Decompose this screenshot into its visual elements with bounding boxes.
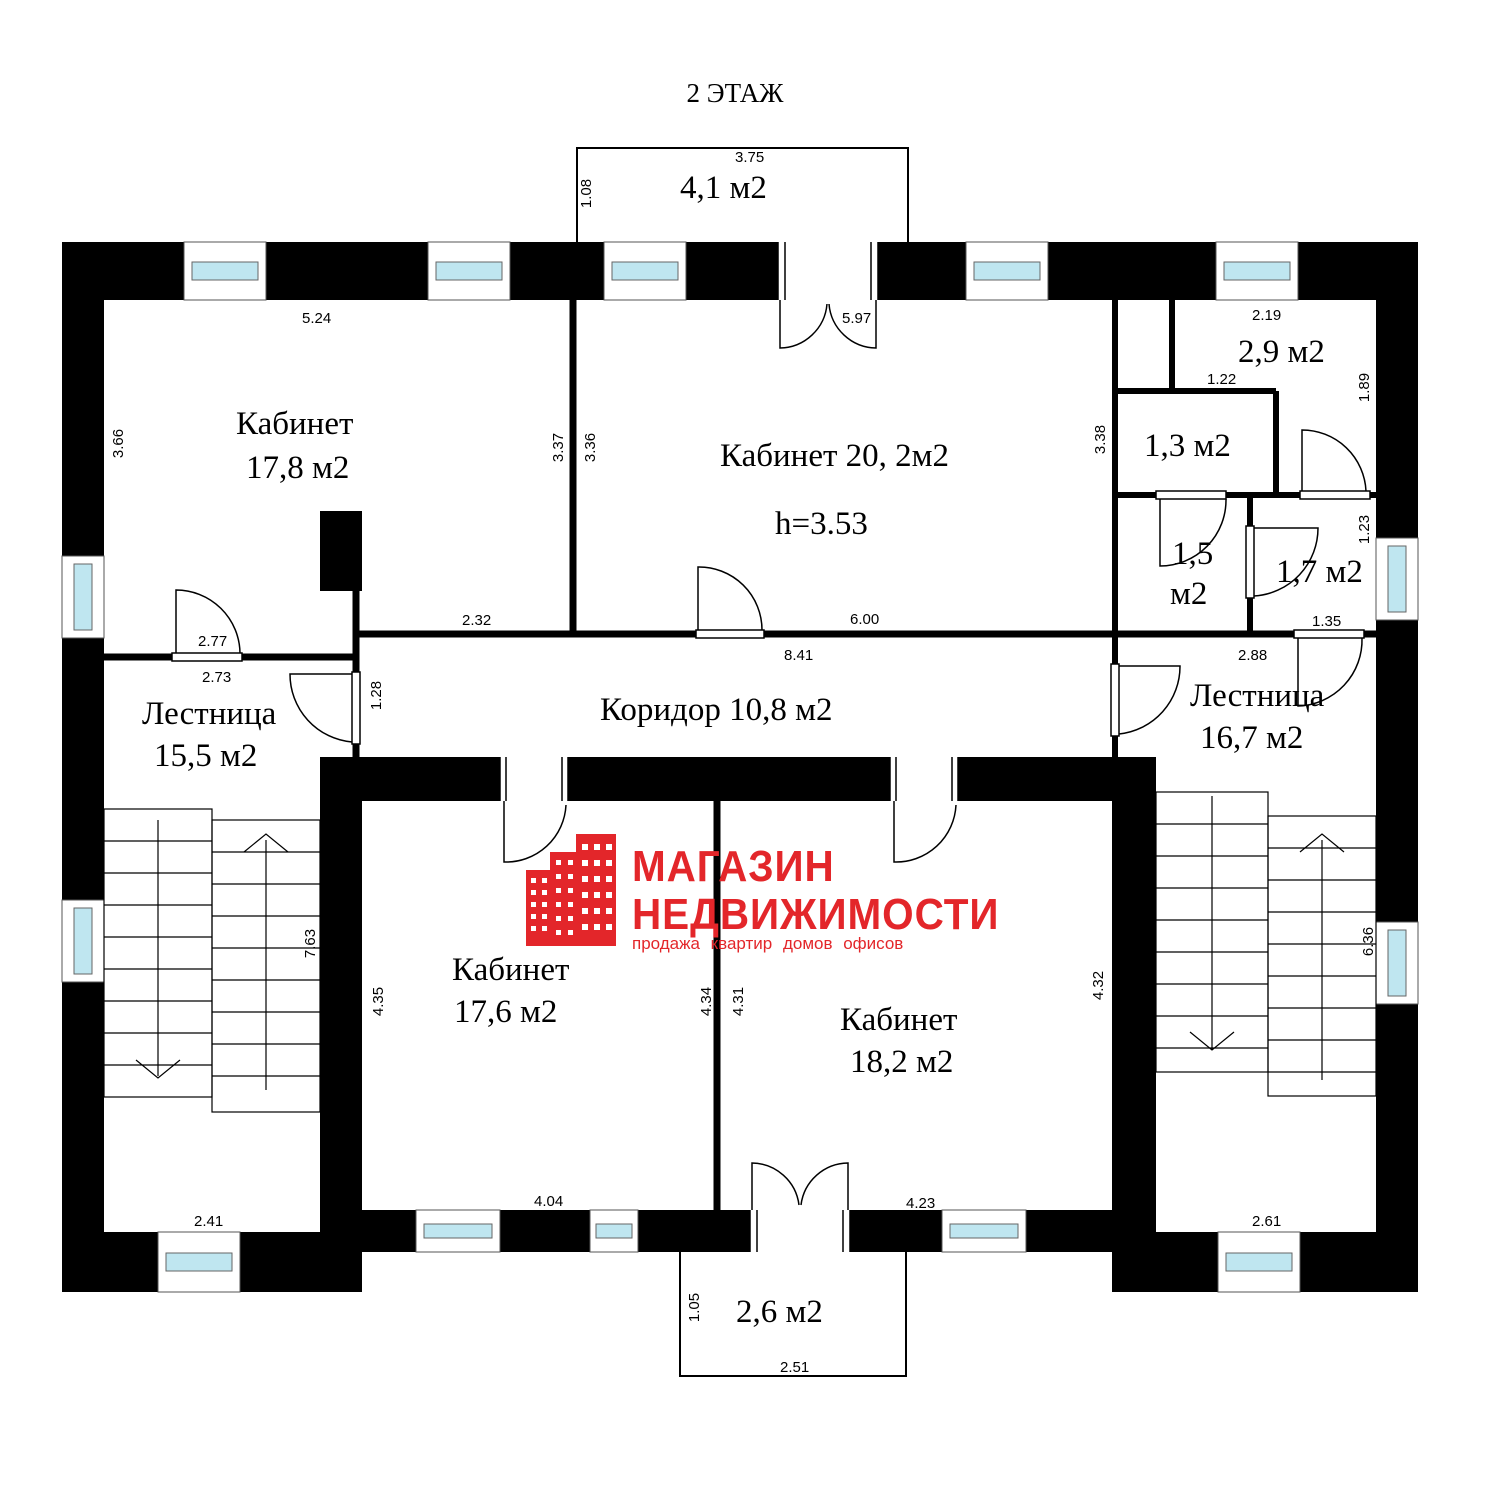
dim-label: 4.32: [1090, 970, 1108, 1001]
stair-left-area: 15,5 м2: [154, 738, 258, 774]
dim-label: 2.32: [462, 612, 492, 629]
dim-label: 2.73: [202, 669, 232, 686]
dim-label: 2.19: [1252, 307, 1282, 324]
room-15-unit: м2: [1170, 576, 1208, 612]
stairs: [103, 791, 1377, 1113]
corridor-label: Коридор 10,8 м2: [600, 692, 833, 728]
dim-label: 3.38: [1092, 424, 1110, 455]
dim-label: 2.41: [194, 1213, 224, 1230]
dim-label: 6.00: [850, 611, 880, 628]
doors: [171, 242, 1371, 1252]
room-17-area: 1,7 м2: [1276, 554, 1363, 590]
walls: [62, 242, 1418, 1292]
dim-label: 2.77: [198, 633, 228, 650]
office-se-area: 18,2 м2: [850, 1044, 954, 1080]
dim-label: 7.63: [302, 928, 320, 959]
room-13-area: 1,3 м2: [1144, 428, 1231, 464]
windows: [61, 241, 1419, 1293]
dim-label: 2.51: [780, 1359, 810, 1376]
dim-label: 3.66: [110, 428, 128, 459]
room-15-area: 1,5: [1172, 536, 1214, 572]
dim-label: 1.89: [1356, 372, 1374, 403]
balcony-bottom-area: 2,6 м2: [736, 1294, 823, 1330]
floor-title: 2 ЭТАЖ: [686, 78, 784, 108]
dim-label: 6.36: [1360, 926, 1378, 957]
dim-label: 1.08: [578, 178, 596, 209]
dim-label: 4.31: [730, 986, 748, 1017]
dim-label: 4.35: [370, 986, 388, 1017]
dim-label: 3.36: [582, 432, 600, 463]
balcony-top-area: 4,1 м2: [680, 170, 767, 206]
ceiling-height: h=3.53: [775, 506, 868, 542]
logo-line-1: МАГАЗИН: [632, 842, 835, 891]
dim-label: 2.88: [1238, 647, 1268, 664]
dim-label: 1.05: [686, 1292, 704, 1323]
stair-left-name: Лестница: [142, 696, 277, 732]
dim-label: 1.28: [368, 680, 386, 711]
office-sw-name: Кабинет: [452, 952, 570, 988]
office-center-label: Кабинет 20, 2м2: [720, 438, 950, 474]
dim-label: 5.24: [302, 310, 332, 327]
dim-label: 1.22: [1207, 371, 1237, 388]
dim-label: 3.37: [550, 432, 568, 463]
office-sw-area: 17,6 м2: [454, 994, 558, 1030]
stair-right-area: 16,7 м2: [1200, 720, 1304, 756]
agency-logo: МАГАЗИН НЕДВИЖИМОСТИ продажа квартир дом…: [522, 830, 998, 960]
office-se-name: Кабинет: [840, 1002, 958, 1038]
logo-line-2: НЕДВИЖИМОСТИ: [632, 890, 1000, 939]
logo-tagline: продажа квартир домов офисов: [632, 934, 904, 953]
dim-label: 4.23: [906, 1195, 936, 1212]
dim-label: 1.35: [1312, 613, 1342, 630]
room-29-area: 2,9 м2: [1238, 334, 1325, 370]
door-openings: [172, 238, 1370, 1256]
dim-label: 5.97: [842, 310, 872, 327]
dim-label: 4.34: [698, 986, 716, 1017]
stair-right-name: Лестница: [1190, 678, 1325, 714]
building-logo-icon: [526, 834, 616, 946]
balconies: [576, 147, 909, 1377]
dim-label: 1.23: [1356, 514, 1374, 545]
dim-label: 2.61: [1252, 1213, 1282, 1230]
dim-label: 8.41: [784, 647, 814, 664]
dim-label: 3.75: [735, 149, 765, 166]
office-nw-area: 17,8 м2: [246, 450, 350, 486]
office-nw-name: Кабинет: [236, 406, 354, 442]
dim-label: 4.04: [534, 1193, 564, 1210]
